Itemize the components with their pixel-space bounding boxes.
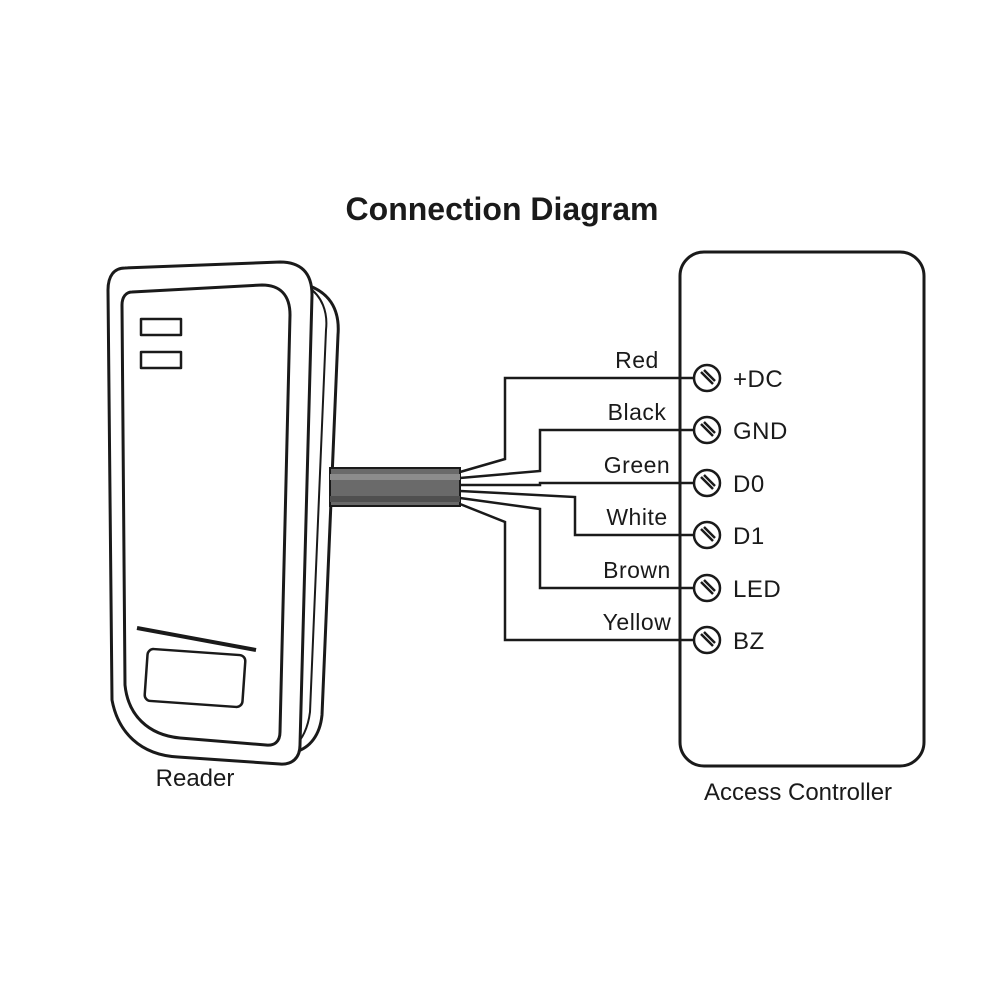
terminal-slot-b [703,579,716,592]
wire-dc [459,376,693,474]
reader-led-bottom [139,350,183,370]
terminal-label-led: LED [733,576,781,603]
reader-slot-line [136,626,257,652]
terminal-label-d1: D1 [733,523,765,550]
terminal-label-dc: +DC [733,366,783,393]
controller-box [678,250,926,768]
wire-label-dc: Red [615,347,659,373]
terminal-slot-a [700,528,714,542]
controller-caption: Access Controller [704,779,892,806]
terminal-slot-a [700,423,714,437]
reader-caption: Reader [156,765,235,792]
terminal-slot-b [703,526,716,539]
screw-terminal-icon [692,625,722,655]
terminal-slot-b [703,474,716,487]
cable-icon [329,467,461,507]
reader-face [120,283,292,747]
wire-label-led: Brown [603,557,671,583]
wires-layer: Red+DCBlackGNDGreenD0WhiteD1BrownLEDYell… [459,347,788,655]
terminal-slot-b [703,369,716,382]
cable-shadow [330,496,460,502]
wire-d1 [459,489,693,537]
reader-device [106,260,340,766]
screw-terminal-icon [692,573,722,603]
reader-outer-shell [106,260,314,766]
terminal-slot-a [700,633,714,647]
connection-dc: Red +DC [459,347,783,474]
terminal-slot-b [703,421,716,434]
screw-terminal-icon [692,468,722,498]
reader-logo-plate [143,647,247,709]
terminal-slot-a [700,476,714,490]
terminal-slot-b [703,631,716,644]
wire-d0 [460,481,693,487]
terminal-slot-a [700,581,714,595]
wire-label-d1: White [606,504,667,530]
cable-highlight [330,474,460,480]
wire-gnd [459,428,693,480]
diagram-title: Connection Diagram [346,191,659,227]
screw-terminal-icon [692,363,722,393]
wire-bz [459,502,693,642]
terminal-label-gnd: GND [733,418,788,445]
terminal-label-d0: D0 [733,471,765,498]
wire-label-d0: Green [604,452,670,478]
wire-led [459,496,693,590]
screw-terminal-icon [692,520,722,550]
terminal-label-bz: BZ [733,628,765,655]
wire-label-bz: Yellow [603,609,672,635]
terminal-slot-a [700,371,714,385]
reader-led-top [139,317,183,337]
screw-terminal-icon [692,415,722,445]
wire-label-gnd: Black [608,399,667,425]
